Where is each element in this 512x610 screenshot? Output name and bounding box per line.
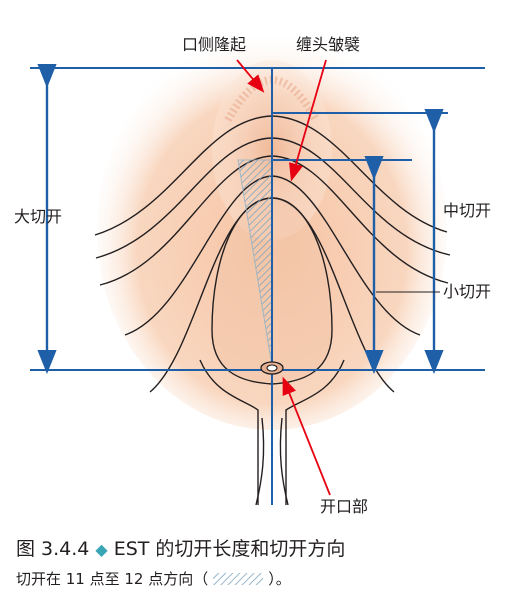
orifice-pointer	[282, 376, 331, 496]
figure-caption: 图 3.4.4 ◆ EST 的切开长度和切开方向	[16, 534, 345, 561]
fold-pointer	[289, 59, 327, 182]
label-small-incision: 小切开	[443, 282, 491, 301]
reference-lines	[30, 67, 485, 505]
label-large-incision: 大切开	[14, 207, 62, 226]
caption-title: EST 的切开长度和切开方向	[113, 538, 346, 560]
label-medium-incision: 中切开	[443, 201, 491, 220]
note-text-after: ）。	[268, 570, 291, 588]
label-orifice: 开口部	[320, 497, 368, 516]
label-papilla: 口侧隆起	[182, 35, 246, 54]
diamond-icon: ◆	[95, 540, 108, 559]
papilla-pointer	[236, 59, 265, 93]
caption-number: 图 3.4.4	[16, 538, 90, 560]
hatch-legend-icon	[213, 573, 264, 585]
orifice	[260, 361, 284, 375]
dimension-arrows	[37, 64, 444, 374]
note-text-before: 切开在 11 点至 12 点方向（	[16, 570, 209, 588]
est-incision-diagram: 口侧隆起 缠头皱襞 大切开 中切开 小切开 开口部	[14, 30, 491, 516]
figure-note: 切开在 11 点至 12 点方向（ ）。	[16, 568, 291, 589]
label-fold: 缠头皱襞	[296, 35, 360, 54]
pointer-arrows	[236, 59, 331, 496]
